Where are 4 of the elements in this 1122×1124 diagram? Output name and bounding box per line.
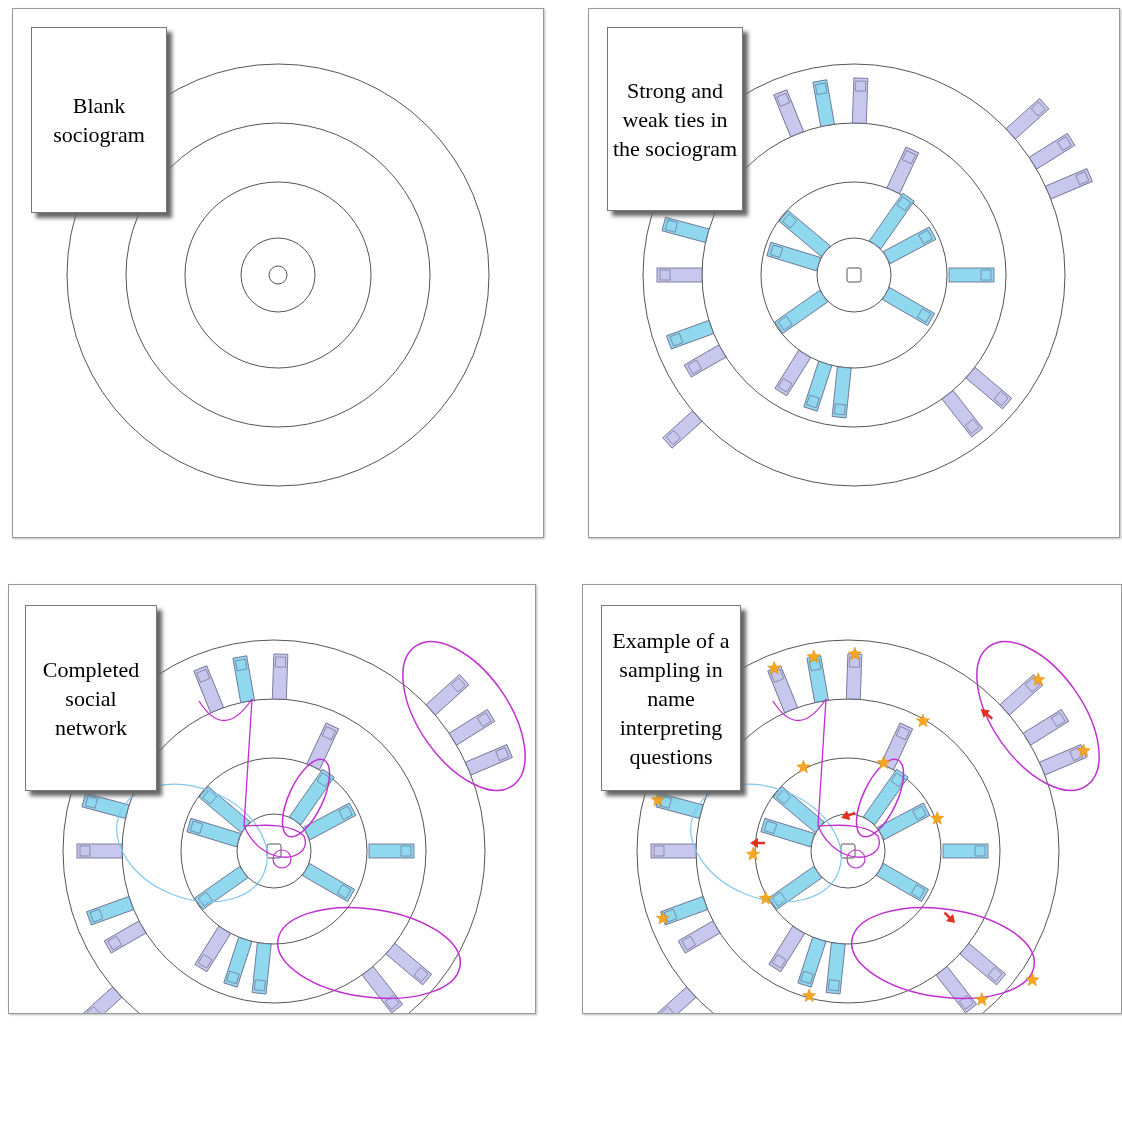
panel-title-card: Completed social network <box>25 605 157 791</box>
panel-title-card: Strong and weak ties in the sociogram <box>607 27 743 211</box>
panel-title-card: Blank sociogram <box>31 27 167 213</box>
panel-title-card: Example of a sampling in name interpreting questions <box>601 605 741 791</box>
